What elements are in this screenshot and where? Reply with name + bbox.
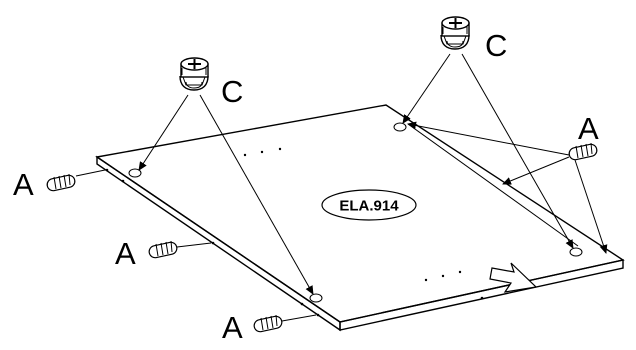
- dowel-left-top: [46, 173, 76, 192]
- panel-holes: [105, 122, 583, 317]
- callout-c-left: C: [221, 74, 243, 109]
- edge-hole: [316, 313, 320, 317]
- callout-a-left-top: A: [13, 167, 34, 202]
- callout-a-right: A: [578, 111, 599, 146]
- dowel-right: [568, 142, 598, 161]
- surface-hole: [480, 296, 484, 300]
- cam-hole-left: [128, 168, 142, 178]
- callout-a-left-bottom: A: [222, 310, 243, 345]
- panel-label-text: ELA.914: [339, 198, 399, 215]
- edge-hole: [300, 302, 304, 306]
- cam-lock-right: [440, 16, 470, 50]
- dowel-left-bottom: [253, 314, 283, 333]
- leader-lines: [75, 53, 608, 322]
- panel-right-edge: [339, 259, 624, 331]
- callout-a-left-mid: A: [115, 236, 136, 271]
- callout-c-right: C: [485, 28, 507, 63]
- cam-hole-right: [569, 247, 583, 257]
- dowel-left-mid: [148, 240, 178, 259]
- cam-lock-left: [179, 57, 209, 91]
- panel-label: ELA.914: [321, 189, 417, 221]
- edge-hole: [211, 241, 215, 245]
- cam-hole-front: [309, 293, 323, 303]
- panel-dot-marks: [243, 147, 462, 282]
- cam-hole-top: [393, 122, 407, 132]
- direction-arrow-icon: [489, 262, 538, 293]
- edge-hole: [105, 168, 109, 172]
- edge-hole: [121, 179, 125, 183]
